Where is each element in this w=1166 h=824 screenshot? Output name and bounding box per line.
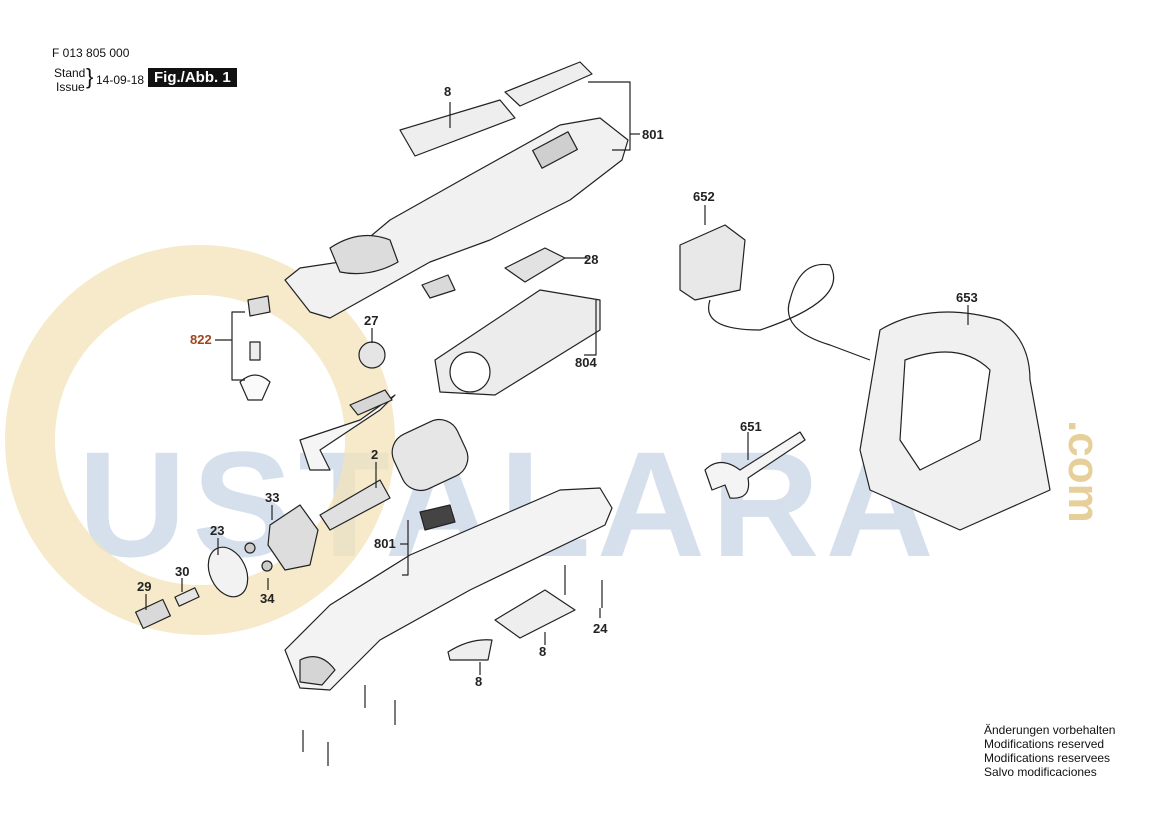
label-sticker-top [399, 99, 516, 157]
upper-housing-grip [329, 234, 399, 275]
callout-27: 27 [364, 313, 379, 328]
callout-30: 30 [175, 564, 190, 579]
part-27 [358, 341, 386, 369]
callout-653: 653 [956, 290, 978, 305]
washer-23 [207, 546, 249, 598]
callout-24: 24 [593, 621, 608, 636]
note-es: Salvo modificaciones [984, 765, 1097, 779]
callout-2: 2 [371, 447, 379, 462]
callout-28: 28 [584, 252, 599, 267]
pcb [349, 389, 393, 416]
charger-cable [708, 263, 871, 361]
callout-652: 652 [693, 189, 715, 204]
note-de: Änderungen vorbehalten [984, 723, 1116, 737]
part-30 [174, 587, 200, 607]
callout-33: 33 [265, 490, 280, 505]
modification-notes: Änderungen vorbehalten Modifications res… [984, 723, 1115, 779]
collet-nut [135, 598, 171, 630]
label-sticker-bottom-left [447, 639, 493, 661]
part-822-cap [247, 295, 271, 317]
label-sticker-right [504, 61, 593, 107]
callout-651: 651 [740, 419, 762, 434]
lower-housing-shell [284, 487, 613, 691]
issue-date: 14-09-18 [96, 73, 145, 87]
switch-panel [532, 131, 578, 169]
stand-label: Stand [54, 66, 86, 80]
shaft [319, 479, 391, 531]
callout-8-top: 8 [444, 84, 452, 99]
label-sticker-bottom-right [494, 589, 576, 639]
figure-label: Fig./Abb. 1 [148, 68, 237, 87]
charger-adapter [679, 224, 746, 301]
callout-801-bottom: 801 [374, 536, 396, 551]
switch-plate [299, 394, 396, 471]
note-en: Modifications reserved [984, 737, 1105, 751]
callout-822: 822 [190, 332, 212, 347]
wrench [704, 431, 806, 499]
motor [391, 418, 469, 492]
callout-29: 29 [137, 579, 152, 594]
callout-801-top: 801 [642, 127, 664, 142]
callout-34: 34 [260, 591, 275, 606]
callout-804: 804 [575, 355, 597, 370]
part-822-pin [249, 341, 261, 361]
part-28 [504, 247, 566, 283]
callout-8-bottom-left: 8 [475, 674, 483, 689]
part-822-clip [239, 374, 271, 401]
callout-8-bottom-right: 8 [539, 644, 547, 659]
callout-23: 23 [210, 523, 225, 538]
watermark-circle [5, 245, 395, 635]
part-number: F 013 805 000 [52, 46, 130, 60]
note-fr: Modifications reservees [984, 751, 1111, 765]
bearing-holder [267, 504, 319, 571]
brace-icon: } [86, 64, 94, 89]
issue-label: Issue [56, 80, 85, 94]
